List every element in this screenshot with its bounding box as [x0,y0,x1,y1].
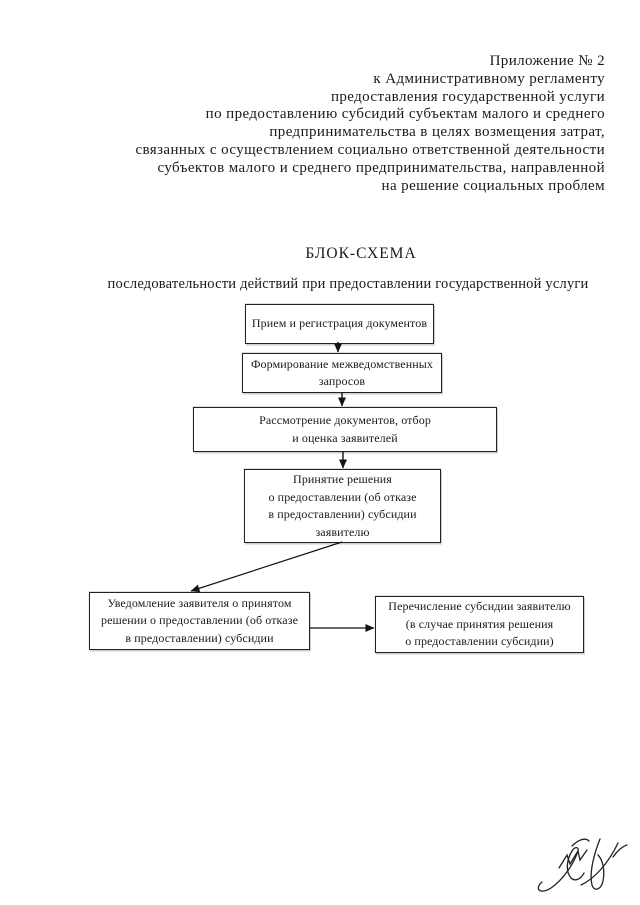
header-line: связанных с осуществлением социально отв… [135,141,605,158]
flowchart-box-decision: Принятие решения о предоставлении (об от… [244,469,441,543]
header-line: к Административному регламенту [373,70,605,87]
header-line: субъектов малого и среднего предпринимат… [157,159,605,176]
flowchart-box-notification: Уведомление заявителя о принятом решении… [89,592,310,650]
flowchart-box-reception: Прием и регистрация документов [245,304,434,344]
flowchart-box-review-and-scoring: Рассмотрение документов, отбор и оценка … [193,407,497,452]
box-text-line: Принятие решения [293,472,392,486]
box-text-line: о предоставлении (об отказе [268,489,417,504]
header-line: по предоставлению субсидий субъектам мал… [205,106,605,123]
header-line: предпринимательства в целях возмещения з… [269,124,605,141]
box-text-line: Перечисление субсидии заявителю [388,599,571,614]
flowchart-box-interagency-requests: Формирование межведомственных запросов [242,353,442,393]
page-subtitle: последовательности действий при предоста… [107,276,589,292]
header-line: на решение социальных проблем [381,177,605,194]
box-text-line: и оценка заявителей [292,430,398,445]
box-text-line: Формирование межведомственных [250,356,434,371]
box-text-line: Уведомление заявителя о принятом [107,595,292,610]
arrow-decision-to-notification [190,541,343,593]
box-text-line: Прием и регистрация документов [251,316,428,331]
flowchart-box-subsidy-transfer: Перечисление субсидии заявителю (в случа… [375,596,584,653]
box-text-line: в предоставлении) субсидии [125,630,274,645]
header-line: Приложение № 2 [489,53,605,69]
appendix-header: Приложение № 2 к Административному регла… [40,53,605,195]
box-text-line: заявителю [315,524,370,539]
box-text-line: (в случае принятия решения [405,616,554,631]
box-text-line: в предоставлении) субсидии [268,507,417,521]
box-text-line: решении о предоставлении (об отказе [100,613,298,628]
box-text-line: запросов [318,374,366,388]
box-text-line: о предоставлении субсидии) [405,634,554,649]
signature-icon [537,838,628,892]
header-line: предоставления государственной услуги [330,88,605,105]
page-title: БЛОК-СХЕМА [305,245,417,262]
box-text-line: Рассмотрение документов, отбор [259,413,431,427]
